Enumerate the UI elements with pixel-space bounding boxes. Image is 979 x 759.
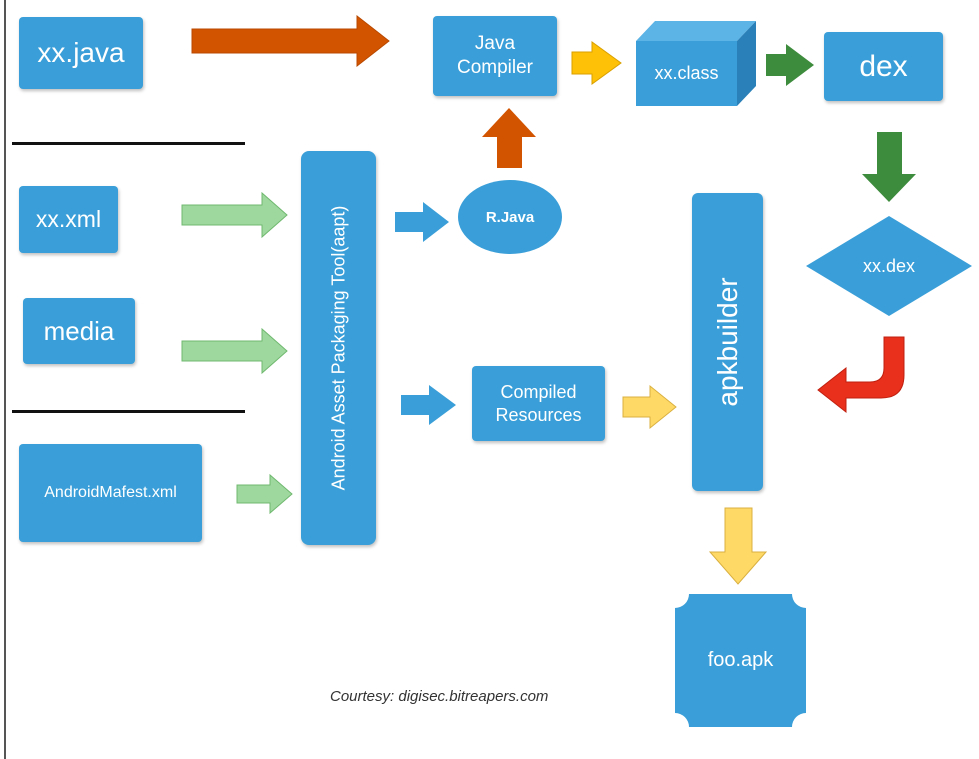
node-xx-dex-label: xx.dex: [862, 255, 916, 276]
node-foo-apk-plaque: [675, 594, 806, 727]
node-android-manifest-label: AndroidMafest.xml: [44, 484, 177, 501]
node-compiled-resources-label: Compiled Resources: [495, 382, 582, 425]
arrow-rjava-to-compiler: [482, 108, 536, 168]
node-r-java-ellipse: [458, 180, 562, 254]
node-xx-java-label: xx.java: [37, 37, 125, 68]
arrow-aapt-to-rjava: [395, 202, 449, 242]
courtesy-caption: Courtesy: digisec.bitreapers.com: [330, 688, 549, 705]
arrow-dex-to-xxdex: [862, 132, 916, 202]
node-xx-java: xx.java: [19, 17, 143, 89]
node-compiled-resources: Compiled Resources: [472, 366, 605, 441]
node-xx-class-cube: [636, 21, 756, 106]
node-aapt: [301, 151, 376, 545]
node-dex: dex: [824, 32, 943, 101]
node-media-label: media: [43, 315, 115, 346]
node-apkbuilder: [692, 193, 763, 491]
separator-line-bottom: [12, 410, 245, 413]
arrow-resources-to-apkbuilder: [622, 384, 677, 430]
node-foo-apk-label: foo.apk: [707, 649, 774, 671]
node-java-compiler: Java Compiler: [433, 16, 557, 96]
node-java-compiler-label: Java Compiler: [456, 33, 534, 78]
arrow-manifest-to-aapt: [236, 473, 293, 515]
node-media: media: [23, 298, 135, 364]
node-r-java-label: R.Java: [485, 208, 535, 226]
arrow-xml-to-aapt: [181, 191, 288, 239]
arrow-xxdex-to-apkbuilder: [817, 336, 905, 414]
node-xx-dex-diamond: [806, 216, 972, 316]
arrow-media-to-aapt: [181, 327, 288, 375]
separator-line-top: [12, 142, 245, 145]
node-dex-label: dex: [859, 49, 908, 83]
arrow-apkbuilder-to-apk: [708, 507, 768, 585]
arrow-aapt-to-resources: [401, 385, 456, 425]
node-android-manifest: AndroidMafest.xml: [19, 444, 202, 542]
node-xx-xml-label: xx.xml: [35, 206, 102, 232]
arrow-java-to-compiler: [191, 14, 390, 68]
arrow-class-to-dex: [766, 44, 814, 86]
left-border-line: [4, 0, 6, 759]
node-xx-class-label: xx.class: [654, 63, 719, 83]
arrow-compiler-to-class: [571, 41, 622, 85]
node-xx-xml: xx.xml: [19, 186, 118, 253]
